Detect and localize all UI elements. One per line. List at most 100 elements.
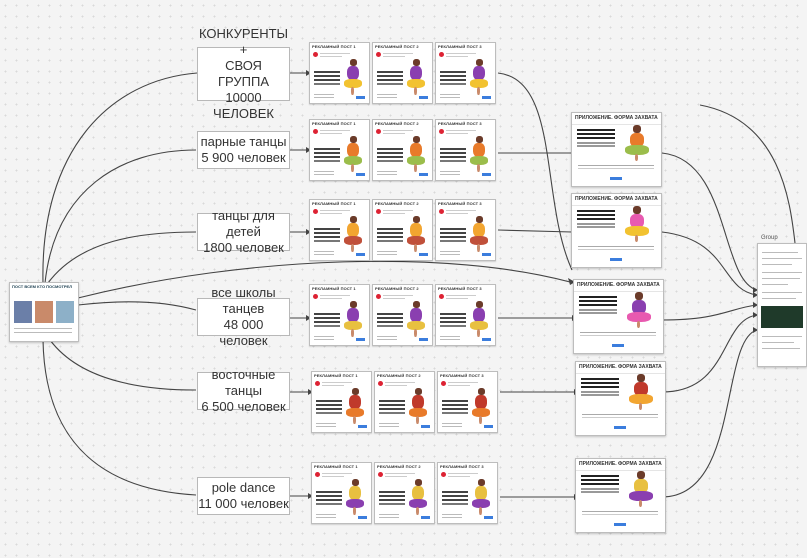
cta-button[interactable]	[482, 173, 491, 176]
cta-button[interactable]	[421, 425, 430, 428]
ad-copy-text	[440, 71, 466, 73]
ad-post-card[interactable]: РЕКЛАМНЫЙ ПОСТ 1	[311, 371, 372, 433]
cta-button[interactable]	[419, 96, 428, 99]
cta-button[interactable]	[356, 173, 365, 176]
ad-post-card[interactable]: РЕКЛАМНЫЙ ПОСТ 1	[309, 119, 370, 181]
ad-post-header: РЕКЛАМНЫЙ ПОСТ 1	[314, 373, 358, 378]
text-line	[762, 278, 800, 279]
avatar	[441, 381, 446, 386]
avatar	[315, 381, 320, 386]
ad-post-card[interactable]: РЕКЛАМНЫЙ ПОСТ 2	[372, 284, 433, 346]
ad-post-card[interactable]: РЕКЛАМНЫЙ ПОСТ 3	[437, 371, 498, 433]
arrowhead	[568, 278, 575, 285]
cta-button[interactable]	[484, 425, 493, 428]
cta-button[interactable]	[356, 338, 365, 341]
ad-copy-text	[440, 148, 466, 150]
capture-form-card[interactable]: ПРИЛОЖЕНИЕ. ФОРМА ЗАХВАТА	[571, 193, 662, 268]
avatar	[376, 52, 381, 57]
ad-post-card[interactable]: РЕКЛАМНЫЙ ПОСТ 2	[374, 462, 435, 524]
ad-post-card[interactable]: РЕКЛАМНЫЙ ПОСТ 1	[311, 462, 372, 524]
cta-button[interactable]	[421, 516, 430, 519]
source-post-card[interactable]: ПОСТ ВСЕМ КТО ПОСМОТРЕЛ	[9, 282, 79, 342]
ad-post-card[interactable]: РЕКЛАМНЫЙ ПОСТ 1	[309, 199, 370, 261]
ad-post-header: РЕКЛАМНЫЙ ПОСТ 2	[375, 44, 419, 49]
segment-box[interactable]: КОНКУРЕНТЫ + СВОЯ ГРУППА 10000 ЧЕЛОВЕК	[197, 26, 290, 121]
form-field[interactable]	[578, 165, 654, 166]
cta-button[interactable]	[356, 253, 365, 256]
ad-post-header: РЕКЛАМНЫЙ ПОСТ 3	[438, 121, 482, 126]
submit-button[interactable]	[610, 258, 622, 261]
segment-name: танцы для детей	[212, 208, 275, 239]
text-line	[314, 174, 334, 175]
text-line	[377, 254, 397, 255]
group-page-card[interactable]	[757, 243, 807, 367]
capture-form-card[interactable]: ПРИЛОЖЕНИЕ. ФОРМА ЗАХВАТА	[573, 279, 664, 354]
submit-button[interactable]	[614, 426, 626, 429]
cta-button[interactable]	[358, 425, 367, 428]
cta-button[interactable]	[482, 253, 491, 256]
text-line	[440, 174, 460, 175]
cta-button[interactable]	[419, 253, 428, 256]
form-text	[579, 296, 617, 298]
cta-button[interactable]	[484, 516, 493, 519]
ad-post-header: РЕКЛАМНЫЙ ПОСТ 3	[438, 44, 482, 49]
cta-button[interactable]	[482, 96, 491, 99]
avatar	[313, 129, 318, 134]
submit-button[interactable]	[612, 344, 624, 347]
text-line	[320, 298, 342, 299]
ad-post-card[interactable]: РЕКЛАМНЫЙ ПОСТ 2	[372, 42, 433, 104]
avatar	[315, 472, 320, 477]
ad-post-header: РЕКЛАМНЫЙ ПОСТ 2	[375, 201, 419, 206]
capture-form-header: ПРИЛОЖЕНИЕ. ФОРМА ЗАХВАТА	[572, 113, 661, 125]
text-line	[383, 210, 413, 211]
ad-post-card[interactable]: РЕКЛАМНЫЙ ПОСТ 3	[435, 119, 496, 181]
edge-source-seg1	[44, 149, 197, 284]
form-field[interactable]	[578, 246, 654, 247]
segment-box[interactable]: pole dance 11 000 человек	[197, 477, 290, 515]
text-line	[379, 426, 399, 427]
ad-post-card[interactable]: РЕКЛАМНЫЙ ПОСТ 2	[374, 371, 435, 433]
form-field[interactable]	[580, 332, 656, 333]
ad-post-card[interactable]: РЕКЛАМНЫЙ ПОСТ 3	[437, 462, 498, 524]
avatar	[439, 129, 444, 134]
capture-form-card[interactable]: ПРИЛОЖЕНИЕ. ФОРМА ЗАХВАТА	[575, 458, 666, 533]
edge-form1-target	[661, 231, 758, 296]
cta-button[interactable]	[419, 338, 428, 341]
ad-copy-text	[314, 148, 340, 150]
segment-box[interactable]: восточные танцы 6 500 человек	[197, 367, 290, 414]
submit-button[interactable]	[614, 523, 626, 526]
dancer-illustration	[622, 125, 652, 161]
segment-box[interactable]: танцы для детей 1800 человек	[197, 208, 290, 255]
ad-post-card[interactable]: РЕКЛАМНЫЙ ПОСТ 3	[435, 284, 496, 346]
form-field[interactable]	[582, 414, 658, 415]
form-text	[581, 378, 619, 380]
dancer-illustration	[626, 374, 656, 410]
form-field[interactable]	[582, 511, 658, 512]
ad-post-card[interactable]: РЕКЛАМНЫЙ ПОСТ 2	[372, 119, 433, 181]
text-line	[314, 339, 334, 340]
submit-button[interactable]	[610, 177, 622, 180]
cta-button[interactable]	[358, 516, 367, 519]
capture-form-card[interactable]: ПРИЛОЖЕНИЕ. ФОРМА ЗАХВАТА	[575, 361, 666, 436]
ad-post-card[interactable]: РЕКЛАМНЫЙ ПОСТ 3	[435, 199, 496, 261]
text-line	[762, 284, 788, 285]
text-line	[762, 252, 798, 253]
segment-box[interactable]: все школы танцев 48 000 человек	[197, 285, 290, 348]
cta-button[interactable]	[356, 96, 365, 99]
ad-post-card[interactable]: РЕКЛАМНЫЙ ПОСТ 3	[435, 42, 496, 104]
capture-form-header: ПРИЛОЖЕНИЕ. ФОРМА ЗАХВАТА	[576, 362, 665, 374]
cta-button[interactable]	[419, 173, 428, 176]
ad-post-header: РЕКЛАМНЫЙ ПОСТ 1	[312, 121, 356, 126]
ad-post-card[interactable]: РЕКЛАМНЫЙ ПОСТ 1	[309, 42, 370, 104]
dancer-illustration	[342, 136, 364, 172]
photo-thumbnail	[56, 301, 74, 323]
segment-box[interactable]: парные танцы 5 900 человек	[197, 131, 290, 169]
cta-button[interactable]	[482, 338, 491, 341]
ad-copy-text	[314, 71, 340, 73]
text-line	[446, 298, 468, 299]
ad-post-card[interactable]: РЕКЛАМНЫЙ ПОСТ 1	[309, 284, 370, 346]
ad-post-card[interactable]: РЕКЛАМНЫЙ ПОСТ 2	[372, 199, 433, 261]
capture-form-card[interactable]: ПРИЛОЖЕНИЕ. ФОРМА ЗАХВАТА	[571, 112, 662, 187]
text-line	[446, 130, 476, 131]
text-line	[440, 339, 460, 340]
